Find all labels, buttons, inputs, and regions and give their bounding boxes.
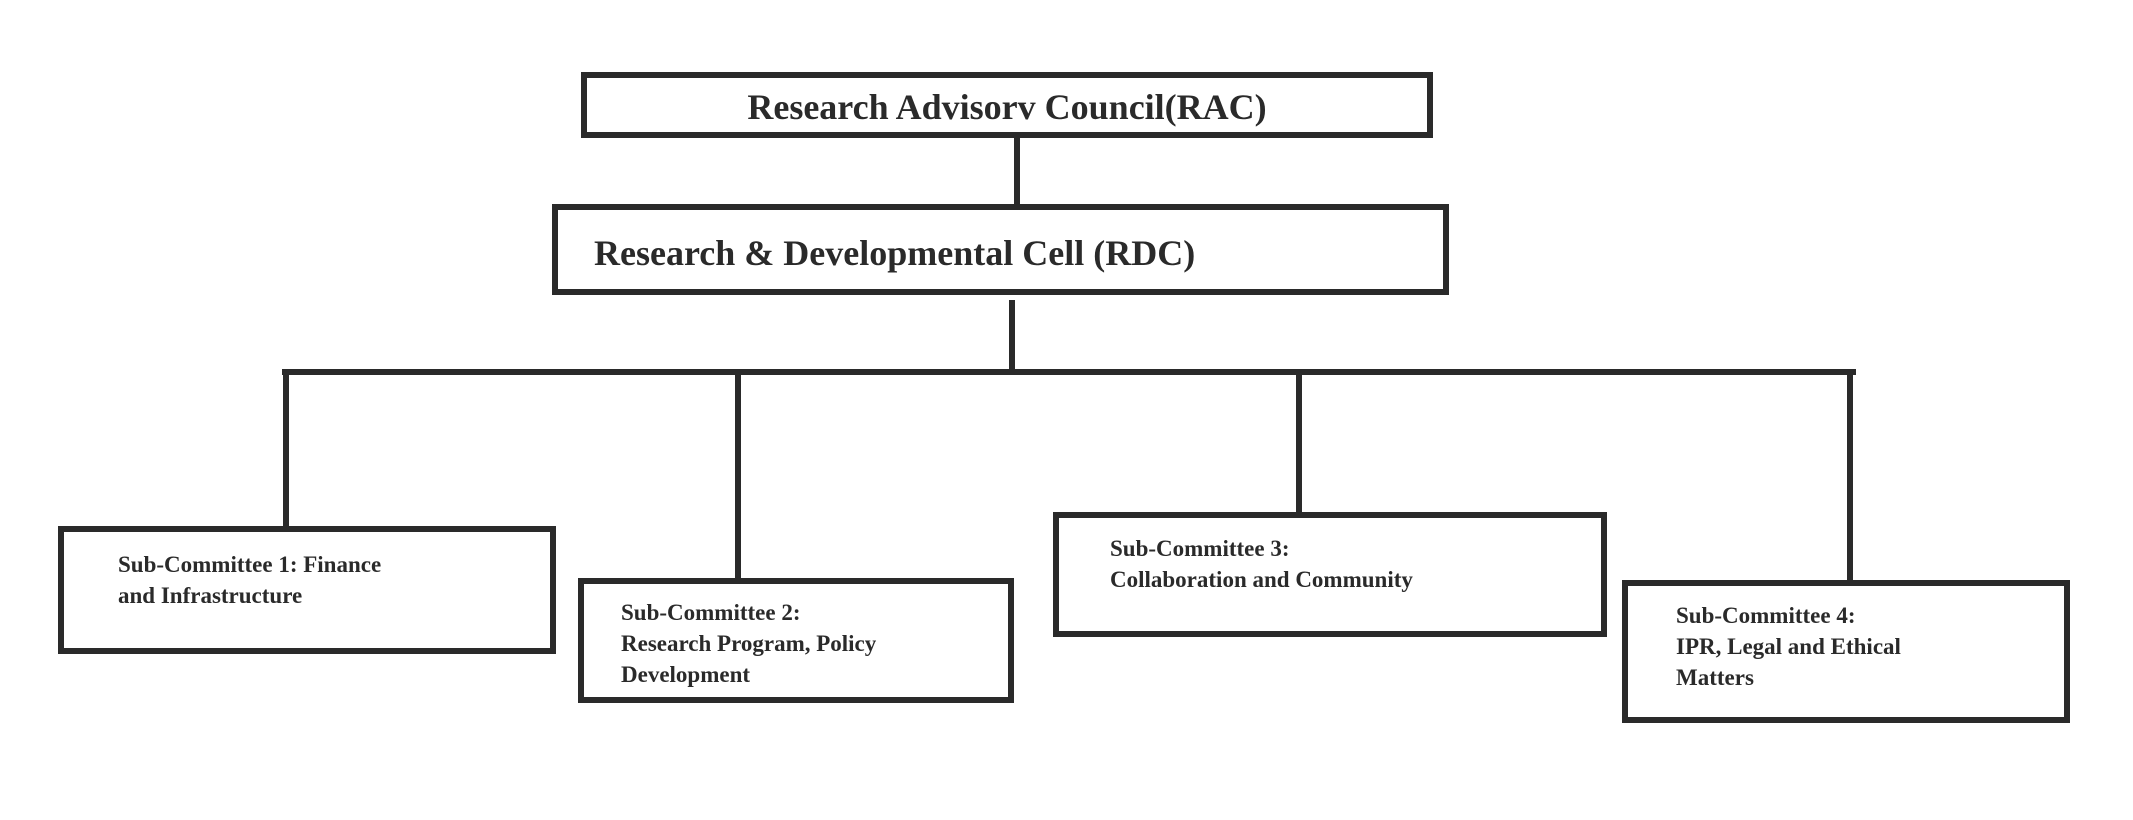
connector-sc1 [283,371,289,527]
subcommittee-3-line1: Sub-Committee 3: [1110,536,1290,561]
subcommittee-4-box [1622,580,2070,723]
subcommittee-2-box [578,578,1014,703]
subcommittee-2-line2: Research Program, Policy [621,631,877,656]
subcommittee-1-line1: Sub-Committee 1: Finance [118,552,382,577]
subcommittee-2-line3: Development [621,662,751,687]
connector-sc4 [1847,371,1853,583]
connector-bus [282,369,1856,375]
subcommittee-4-line3: Matters [1676,665,1754,690]
subcommittee-1-label: Sub-Committee 1: Finance and Infrastruct… [118,549,381,611]
rdc-box [552,204,1449,295]
connector-rac-rdc [1014,137,1020,205]
subcommittee-4-line1: Sub-Committee 4: [1676,603,1856,628]
subcommittee-1-line2: and Infrastructure [118,583,303,608]
subcommittee-3-line2: Collaboration and Community [1110,567,1413,592]
subcommittee-1-box [58,526,556,654]
subcommittee-2-label: Sub-Committee 2: Research Program, Polic… [621,597,876,690]
rac-title: Research Advisorv Council(RAC) [747,87,1267,127]
connector-sc2 [735,371,741,580]
rdc-title: Research & Developmental Cell (RDC) [594,233,1196,273]
rac-box [581,72,1433,138]
connector-rdc-bus [1009,300,1015,374]
subcommittee-4-line2: IPR, Legal and Ethical [1676,634,1901,659]
subcommittee-3-box [1053,512,1607,637]
subcommittee-4-label: Sub-Committee 4: IPR, Legal and Ethical … [1676,600,1901,693]
connector-sc3 [1296,371,1302,515]
subcommittee-2-line1: Sub-Committee 2: [621,600,801,625]
subcommittee-3-label: Sub-Committee 3: Collaboration and Commu… [1110,533,1413,595]
